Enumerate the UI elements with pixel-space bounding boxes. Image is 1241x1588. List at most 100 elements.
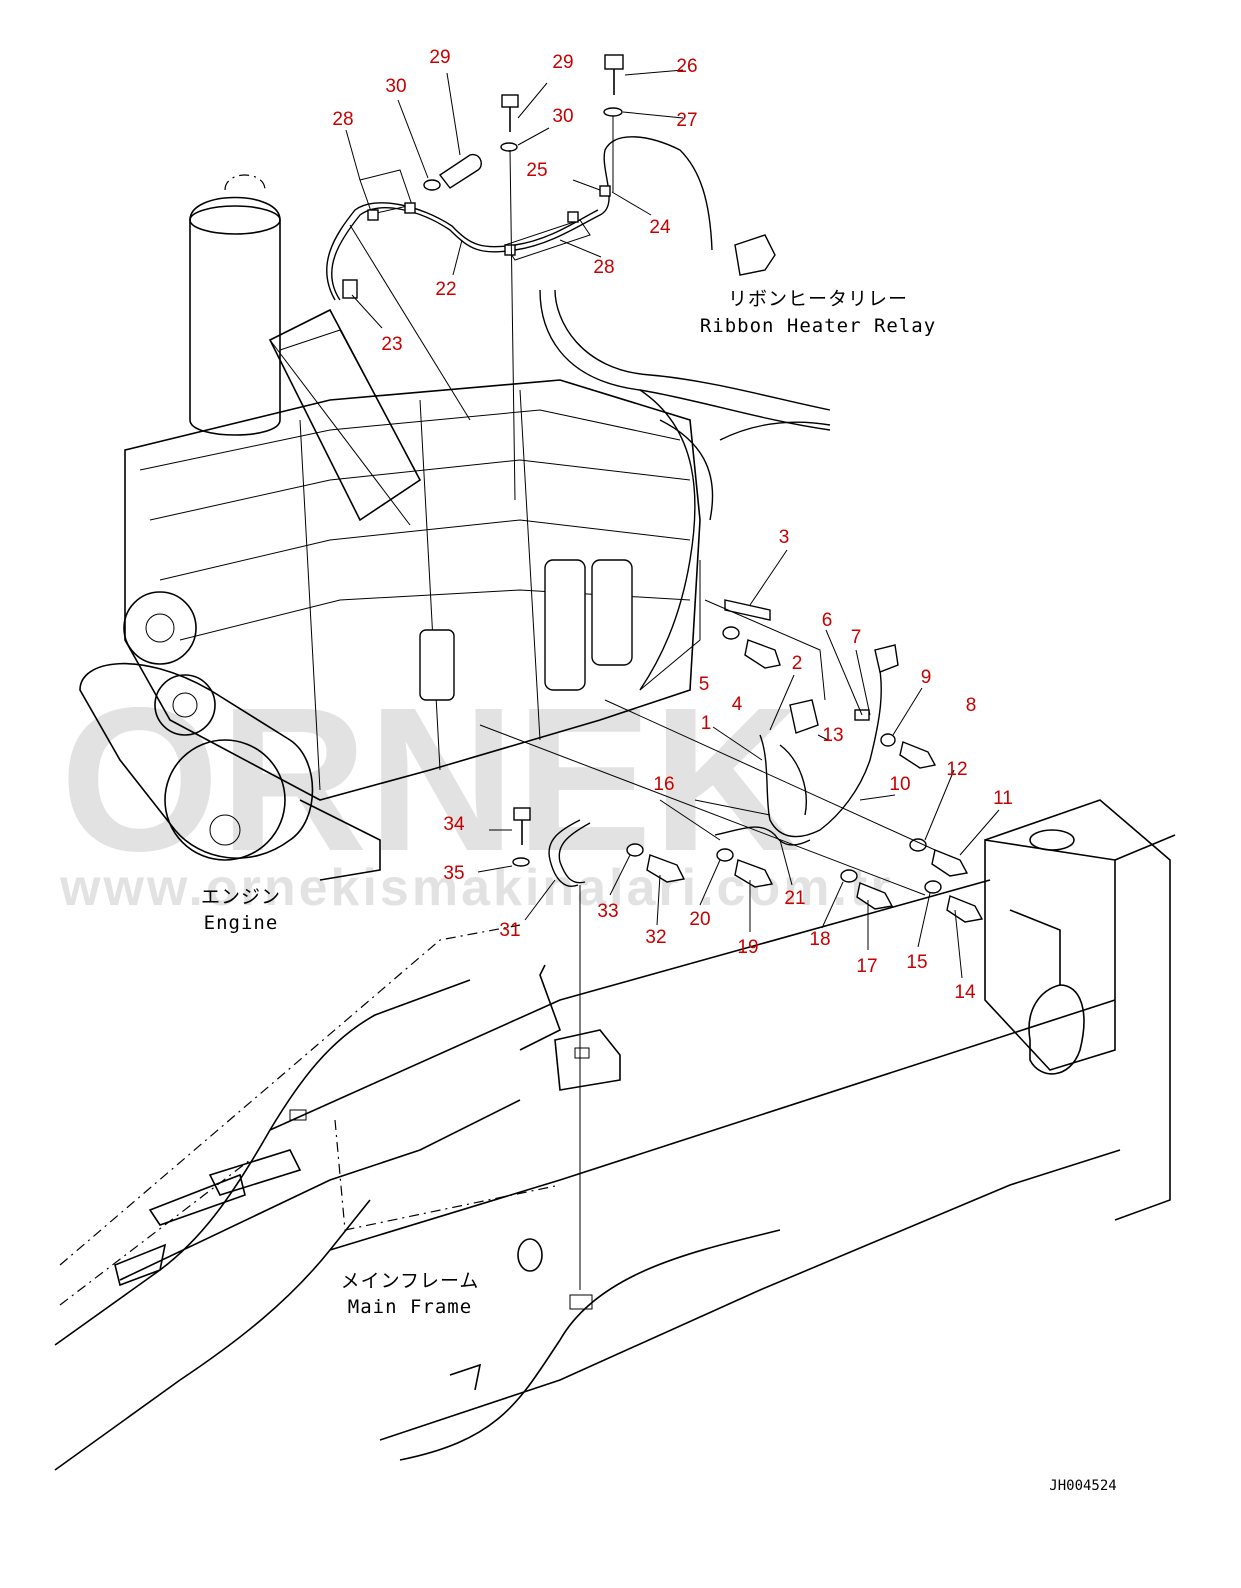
bolt-34-head [513,807,531,821]
washer-18 [840,869,858,883]
callout-31: 31 [499,920,520,941]
frame-bracket-center [554,1029,621,1091]
engine-label-en: Engine [204,912,279,934]
callout-20: 20 [689,909,710,930]
callout-3: 3 [779,527,790,548]
frame-label-en: Main Frame [348,1296,472,1318]
callout-23: 23 [381,334,402,355]
connector-23 [342,279,358,299]
connector-7 [874,644,899,673]
callout-26: 26 [676,56,697,77]
callout-16: 16 [653,774,674,795]
frame-round-hole [517,1238,543,1272]
frame-rail-lower [54,1199,371,1471]
frame-bottom-edge [379,1149,1121,1441]
fuel-filter-1 [544,559,586,691]
ribbon-heater-relay [734,234,776,276]
callout-9: 9 [921,667,932,688]
frame-tower-face [1009,909,1061,985]
leader-lines [345,69,1000,979]
callout-13: 13 [822,725,843,746]
callout-24: 24 [649,217,671,238]
frame-notch [449,1363,482,1391]
diagram-labels: リボンヒータリレー Ribbon Heater Relay エンジン Engin… [201,288,1117,1494]
frame-tab [289,1109,307,1121]
washer-9 [880,733,896,747]
washer-35 [512,857,530,867]
engine-label-jp: エンジン [201,886,281,908]
callout-6: 6 [822,610,833,631]
bolt-8 [899,741,937,769]
frame-ground-block [569,1294,593,1310]
frame-label-jp: メインフレーム [341,1270,480,1292]
pulley-upper [123,591,197,665]
frame-bracket-arm [519,964,561,1051]
frame-small-bracket-2 [208,1149,302,1196]
callout-29: 29 [552,52,573,73]
watermark-brand: ORNEK [60,665,800,894]
washer-5 [722,626,740,640]
harness-22 [331,136,713,301]
washer-12 [909,838,927,852]
callout-22: 22 [435,279,456,300]
callout-18: 18 [809,929,830,950]
callout-29: 29 [429,47,450,68]
frame-tower-hole-side [1028,984,1085,1075]
main-frame-drawing [54,799,1176,1471]
pulley-lower [154,674,216,736]
callout-30: 30 [385,76,406,97]
callout-5: 5 [699,674,710,695]
relay-label-en: Ribbon Heater Relay [700,315,936,337]
relay-label-jp: リボンヒータリレー [728,288,908,310]
callout-17: 17 [856,956,877,977]
tag-28-lower [504,219,591,261]
callout-28: 28 [332,109,353,130]
frame-tower-hole-top [1029,829,1075,851]
callout-10: 10 [889,774,910,795]
callout-15: 15 [906,952,927,973]
fan-housing [79,662,314,859]
washer-33 [626,843,644,857]
callout-32: 32 [645,927,666,948]
callout-4: 4 [732,694,743,715]
bolt-17 [856,882,894,910]
frame-mid-edge [329,999,1116,1251]
callout-33: 33 [597,901,618,922]
bolt-29b-head [501,94,519,108]
exhaust-plate [268,308,422,522]
frame-rail-dashed-top [59,924,521,1266]
callout-2: 2 [792,653,803,674]
harness-10 [759,659,882,838]
fuel-filter-2 [591,559,633,666]
frame-tower-front [984,839,1116,1071]
ground-strap-31 [548,819,581,887]
drawing-code: JH004524 [1049,1478,1116,1494]
callout-numbers: 29 30 28 29 30 26 27 25 24 28 22 23 3 6 … [332,47,1012,1003]
washer-30a [423,179,441,191]
watermark-url: www.ornekismakinalari.com.tr [59,859,893,917]
frame-hook [114,1243,167,1287]
frame-tower-top [1114,834,1176,861]
callout-14: 14 [954,982,976,1003]
callout-28: 28 [593,257,614,278]
callout-8: 8 [966,695,977,716]
air-cleaner [189,196,281,436]
frame-plate-edge [119,1099,521,1281]
callout-34: 34 [443,814,465,835]
callout-7: 7 [851,627,862,648]
callout-1: 1 [701,713,712,734]
harness-parts [269,54,984,1290]
frame-tower-outline [984,799,1171,1221]
engine-drawing [79,174,831,881]
frame-rail-upper [54,979,471,1346]
bolt-19 [734,859,774,888]
callout-19: 19 [737,937,758,958]
callout-30: 30 [552,106,573,127]
bracket-3 [724,599,771,621]
washer-20 [716,848,734,862]
callout-21: 21 [784,888,805,909]
washer-30b [500,142,518,152]
frame-bracket-slot [574,1047,590,1059]
callout-11: 11 [993,788,1013,809]
frame-small-bracket [148,1173,246,1226]
